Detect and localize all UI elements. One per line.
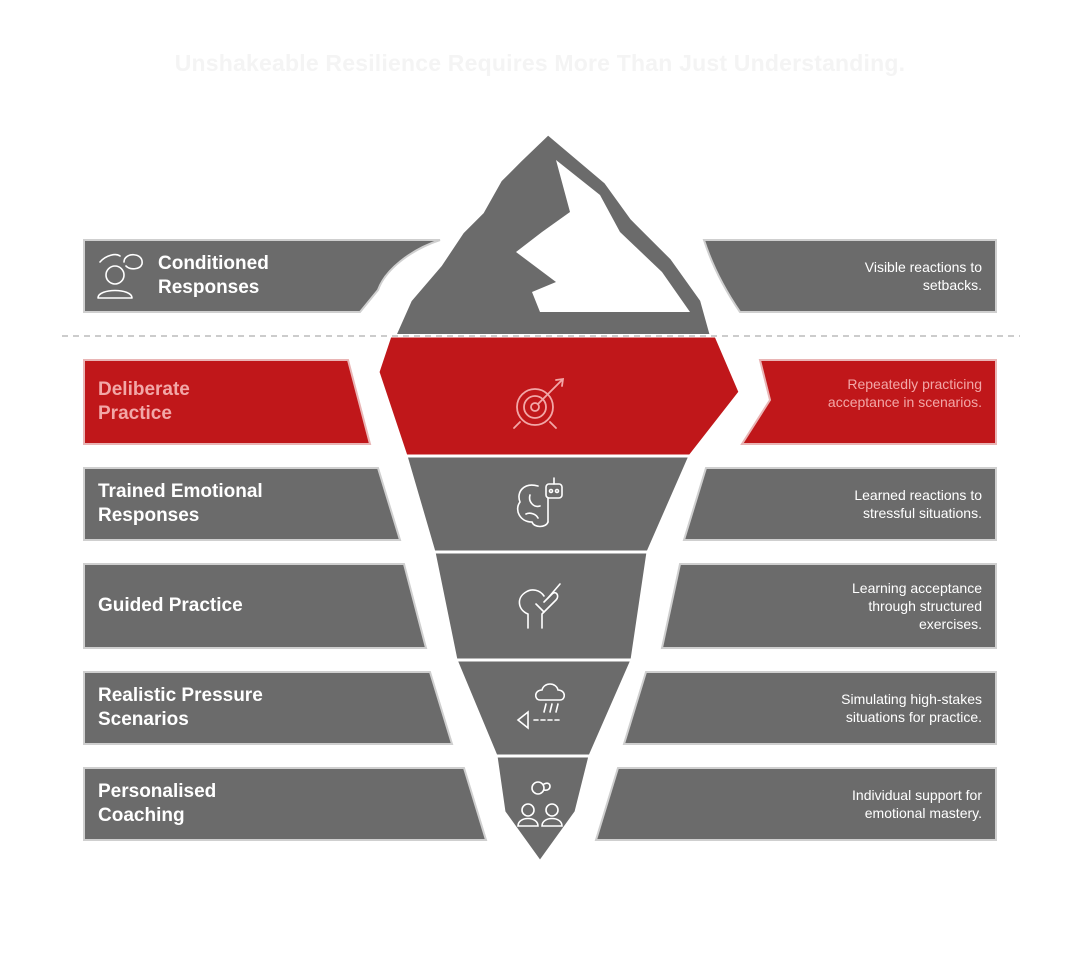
layer-description-realistic-pressure-scenarios: Simulating high-stakes situations for pr… xyxy=(812,690,982,726)
layer-label-guided-practice: Guided Practice xyxy=(98,594,298,618)
layer-label-personalised-coaching: Personalised Coaching xyxy=(98,780,248,828)
layer-label-realistic-pressure-scenarios: Realistic Pressure Scenarios xyxy=(98,684,288,732)
layer-label-conditioned-responses: Conditioned Responses xyxy=(158,252,298,300)
iceberg-segment-deliberate-practice xyxy=(378,336,740,456)
iceberg-segment-guided-practice xyxy=(434,552,648,660)
iceberg-segment-realistic-pressure xyxy=(456,660,632,756)
layer-label-trained-emotional-responses: Trained Emotional Responses xyxy=(98,480,288,528)
layer-description-deliberate-practice: Repeatedly practicing acceptance in scen… xyxy=(822,375,982,411)
layer-description-guided-practice: Learning acceptance through structured e… xyxy=(832,579,982,633)
layer-description-personalised-coaching: Individual support for emotional mastery… xyxy=(832,786,982,822)
layer-description-trained-emotional-responses: Learned reactions to stressful situation… xyxy=(832,486,982,522)
iceberg-segment-personalised-coaching xyxy=(496,756,590,862)
layer-description-conditioned-responses: Visible reactions to setbacks. xyxy=(842,258,982,294)
layer-label-deliberate-practice: Deliberate Practice xyxy=(98,378,208,426)
page-title: Unshakeable Resilience Requires More Tha… xyxy=(0,50,1080,77)
